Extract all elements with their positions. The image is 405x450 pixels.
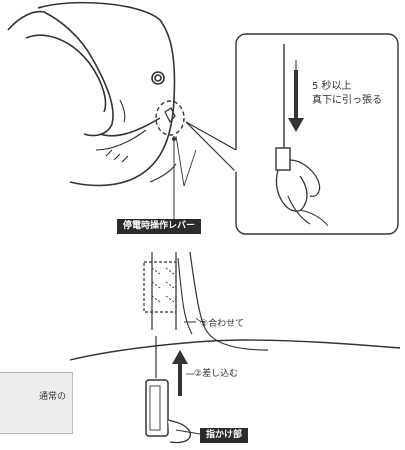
callout-text-line2: 真下に引っ張る [312,95,382,106]
lever-insertion-drawing [69,251,401,444]
seat-lid-drawing [7,1,177,187]
step1-label: ①合わせて [200,319,245,329]
lever-label-tag: 停電時操作レバー [117,219,202,234]
step2-label: ②差し込む [194,369,239,379]
callout-text-line1: 5 秒以上 [312,81,352,92]
side-note-text: 通常の [38,392,66,402]
lever-highlight-circle [155,100,197,226]
side-note-box: 通常の [0,372,73,434]
detail-callout-frame [185,33,399,235]
finger-grip-label-tag: 指かけ部 [200,428,249,443]
step1-leader-line [195,317,207,323]
